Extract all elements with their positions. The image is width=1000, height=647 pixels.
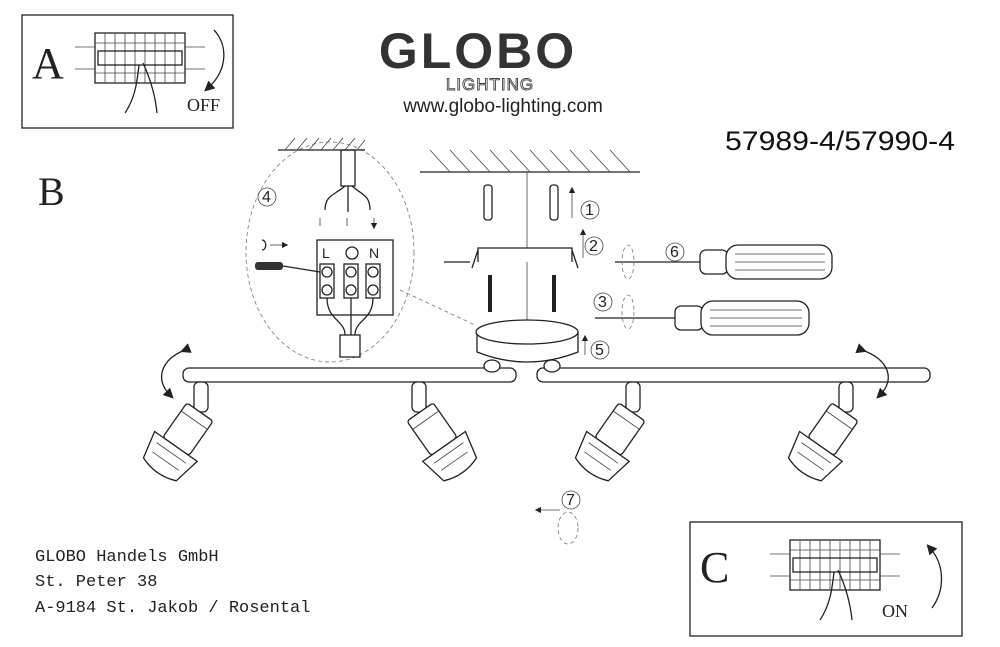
panel-a-letter: A [32,39,64,88]
model-number: 57989-4/57990-4 [725,126,955,156]
rotate-icon [261,239,267,251]
arrow-down-icon [204,29,225,92]
step-2-label: 2 [589,238,598,255]
spotlight-3 [567,381,654,489]
step-1-label: 1 [585,202,594,219]
small-screwdriver-icon [255,262,283,270]
wiring-detail: L N 4 [245,137,476,363]
brand-subtitle: LIGHTING [446,75,534,94]
screwdriver-3-icon [595,294,810,336]
panel-a-switch-off: A OFF [21,14,234,129]
spotlight-2 [398,381,485,489]
spotlight-1 [135,381,222,489]
step-5-label: 5 [595,342,604,359]
terminal-neutral-label: N [369,245,379,261]
spotlight-bar: 7 [135,343,931,545]
address-line: A-9184 St. Jakob / Rosental [35,599,310,618]
panel-c-letter: C [700,543,729,592]
circuit-breaker-icon [74,32,206,114]
off-label: OFF [187,95,220,115]
step-6-label: 6 [670,244,679,261]
address-line: St. Peter 38 [35,573,157,592]
company-address: GLOBO Handels GmbH St. Peter 38 A-9184 S… [35,548,310,618]
earth-icon [345,246,359,260]
terminal-live-label: L [322,245,330,261]
brand-logo: GLOBO [379,23,577,79]
panel-c-switch-on: C ON [689,521,963,637]
step-3-label: 3 [598,294,607,311]
mounting-assembly: 1 2 5 6 3 [420,149,833,363]
address-line: GLOBO Handels GmbH [35,548,219,567]
step-4-label: 4 [262,189,271,206]
spotlight-4 [780,381,867,489]
mounting-bracket [471,247,579,269]
screwdriver-6-icon [615,244,833,280]
arrow-up-icon [926,544,943,609]
panel-b-letter: B [38,169,65,214]
on-label: ON [882,601,908,621]
wall-plug-icon [549,184,559,221]
rotate-arrow-icon [161,343,192,399]
rotate-arrow-icon [855,343,889,399]
circuit-breaker-icon [769,539,901,621]
step-7-label: 7 [566,492,575,509]
wall-plug-icon [483,184,493,221]
brand-url: www.globo-lighting.com [402,96,603,117]
